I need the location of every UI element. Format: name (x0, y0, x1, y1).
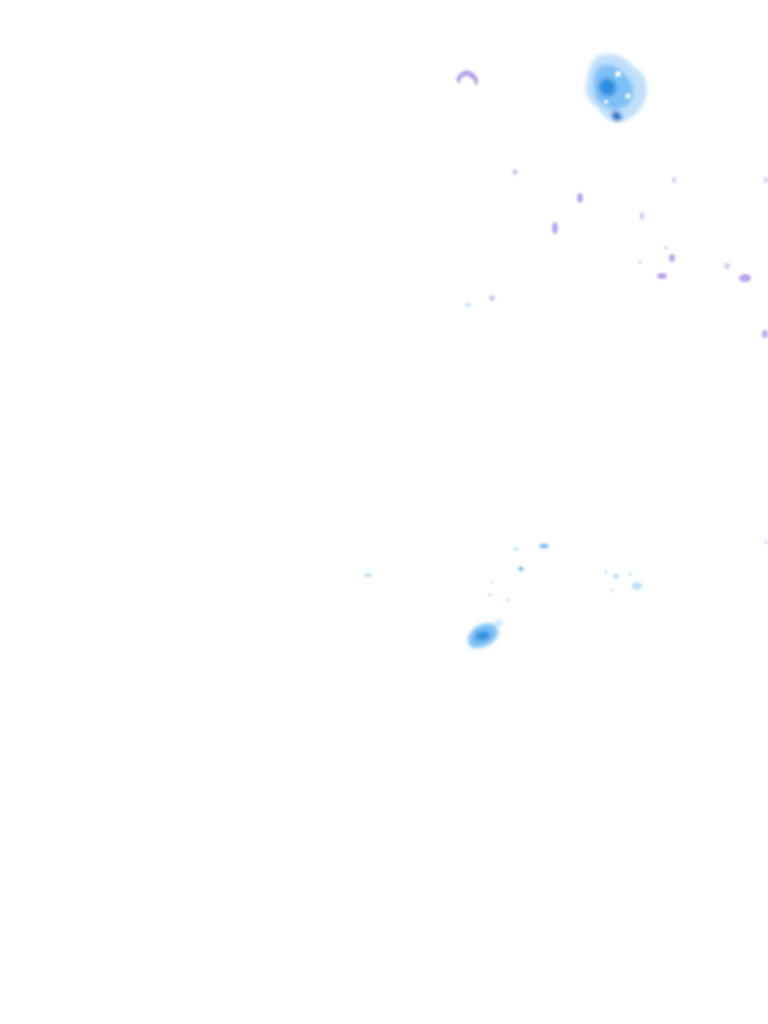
echo-speckles-east (465, 169, 768, 338)
echo-cell-southern (468, 620, 503, 648)
echo-cell-north-central-holes (604, 71, 631, 104)
echo-cell-north-central (585, 53, 647, 123)
echo-speckles-south (364, 540, 768, 602)
echo-cell-north-arc (456, 70, 479, 86)
